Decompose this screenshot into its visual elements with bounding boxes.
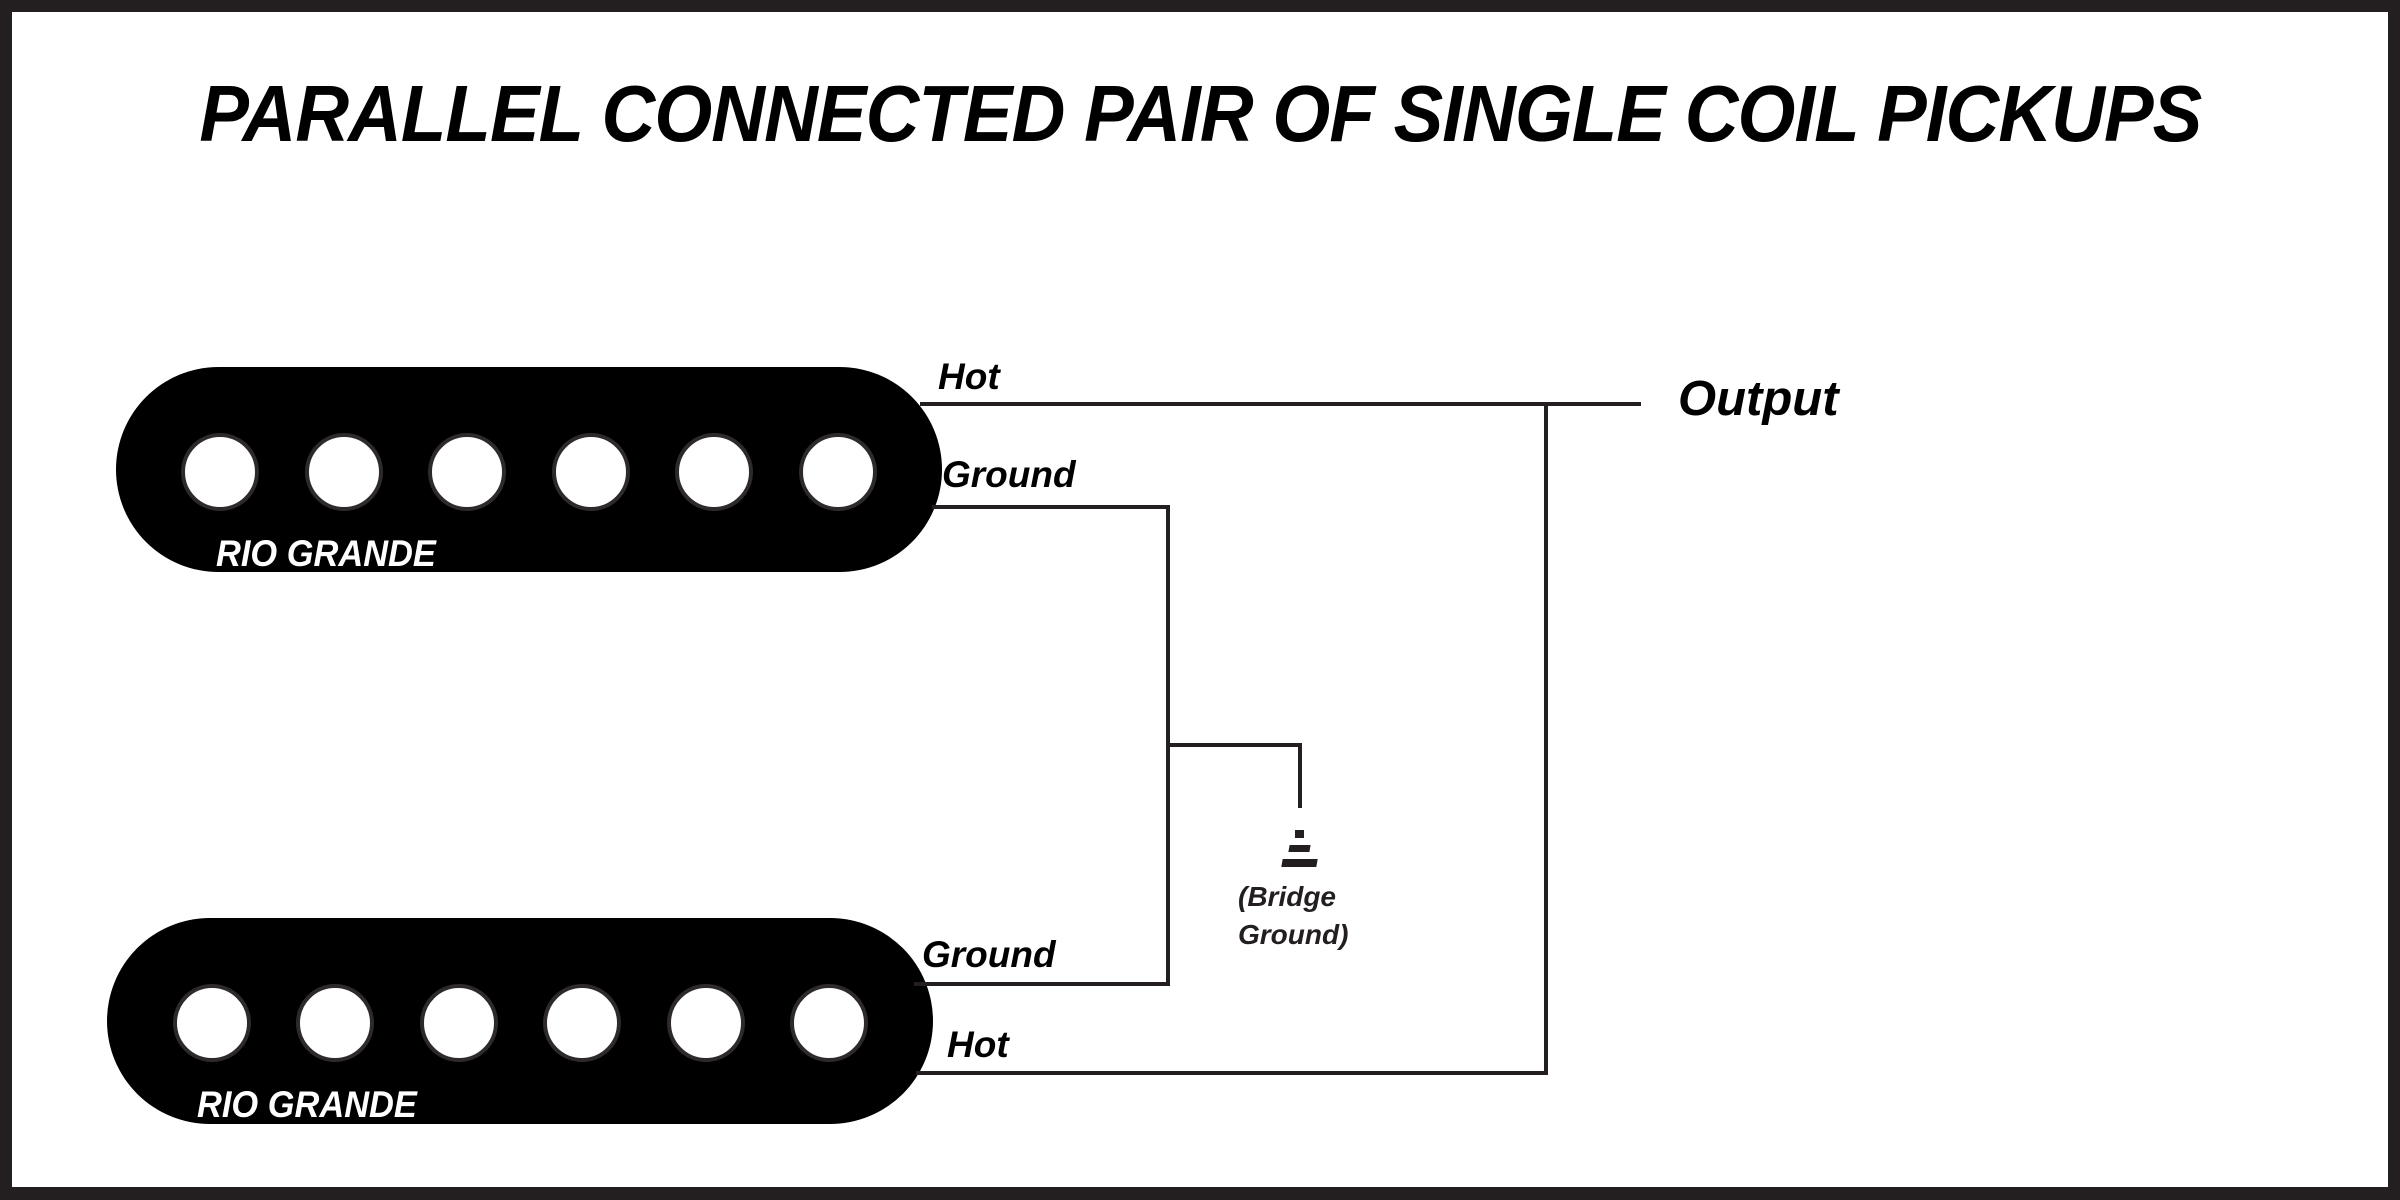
bridge-ground-label-line2: Ground) — [1238, 919, 1349, 950]
pickup-brand-label: RIO GRANDE — [216, 533, 436, 574]
ground-symbol-bar-top — [1295, 830, 1304, 838]
pickup-2-ground-wire — [914, 982, 1168, 986]
bridge-ground-label-line1: (Bridge — [1238, 881, 1336, 912]
pickup-2-hot-wire — [916, 1071, 1546, 1075]
pickup-1-hot-wire — [920, 402, 1641, 406]
ground-symbol-icon — [1280, 828, 1320, 868]
pole-piece — [181, 433, 259, 511]
pole-piece — [420, 984, 498, 1062]
pole-piece — [296, 984, 374, 1062]
ground-symbol-bar-middle — [1288, 845, 1311, 852]
bridge-ground-label: (Bridge Ground) — [1238, 878, 1348, 954]
pole-piece — [667, 984, 745, 1062]
pole-piece — [173, 984, 251, 1062]
pickup-2-hot-label: Hot — [947, 1024, 1009, 1065]
pickup-1: RIO GRANDE — [116, 367, 942, 572]
pickup-1-ground-wire — [932, 505, 1168, 509]
ground-symbol-bar-bottom — [1281, 859, 1318, 867]
pole-piece — [428, 433, 506, 511]
bridge-ground-drop-wire — [1298, 743, 1302, 808]
bridge-ground-branch-wire — [1166, 743, 1302, 747]
pole-piece — [790, 984, 868, 1062]
pickup-2-ground-label: Ground — [922, 934, 1056, 975]
pole-piece — [543, 984, 621, 1062]
hot-bus-wire — [1544, 402, 1548, 1075]
pole-piece — [675, 433, 753, 511]
pole-piece — [799, 433, 877, 511]
pickup-1-hot-label: Hot — [938, 356, 1000, 397]
pickup-brand-label: RIO GRANDE — [197, 1084, 417, 1125]
pole-piece — [305, 433, 383, 511]
pickup-1-ground-label: Ground — [942, 454, 1076, 495]
pole-piece — [552, 433, 630, 511]
pickup-2: RIO GRANDE — [107, 918, 933, 1124]
output-label: Output — [1678, 372, 1839, 426]
diagram-title: PARALLEL CONNECTED PAIR OF SINGLE COIL P… — [199, 69, 2202, 158]
